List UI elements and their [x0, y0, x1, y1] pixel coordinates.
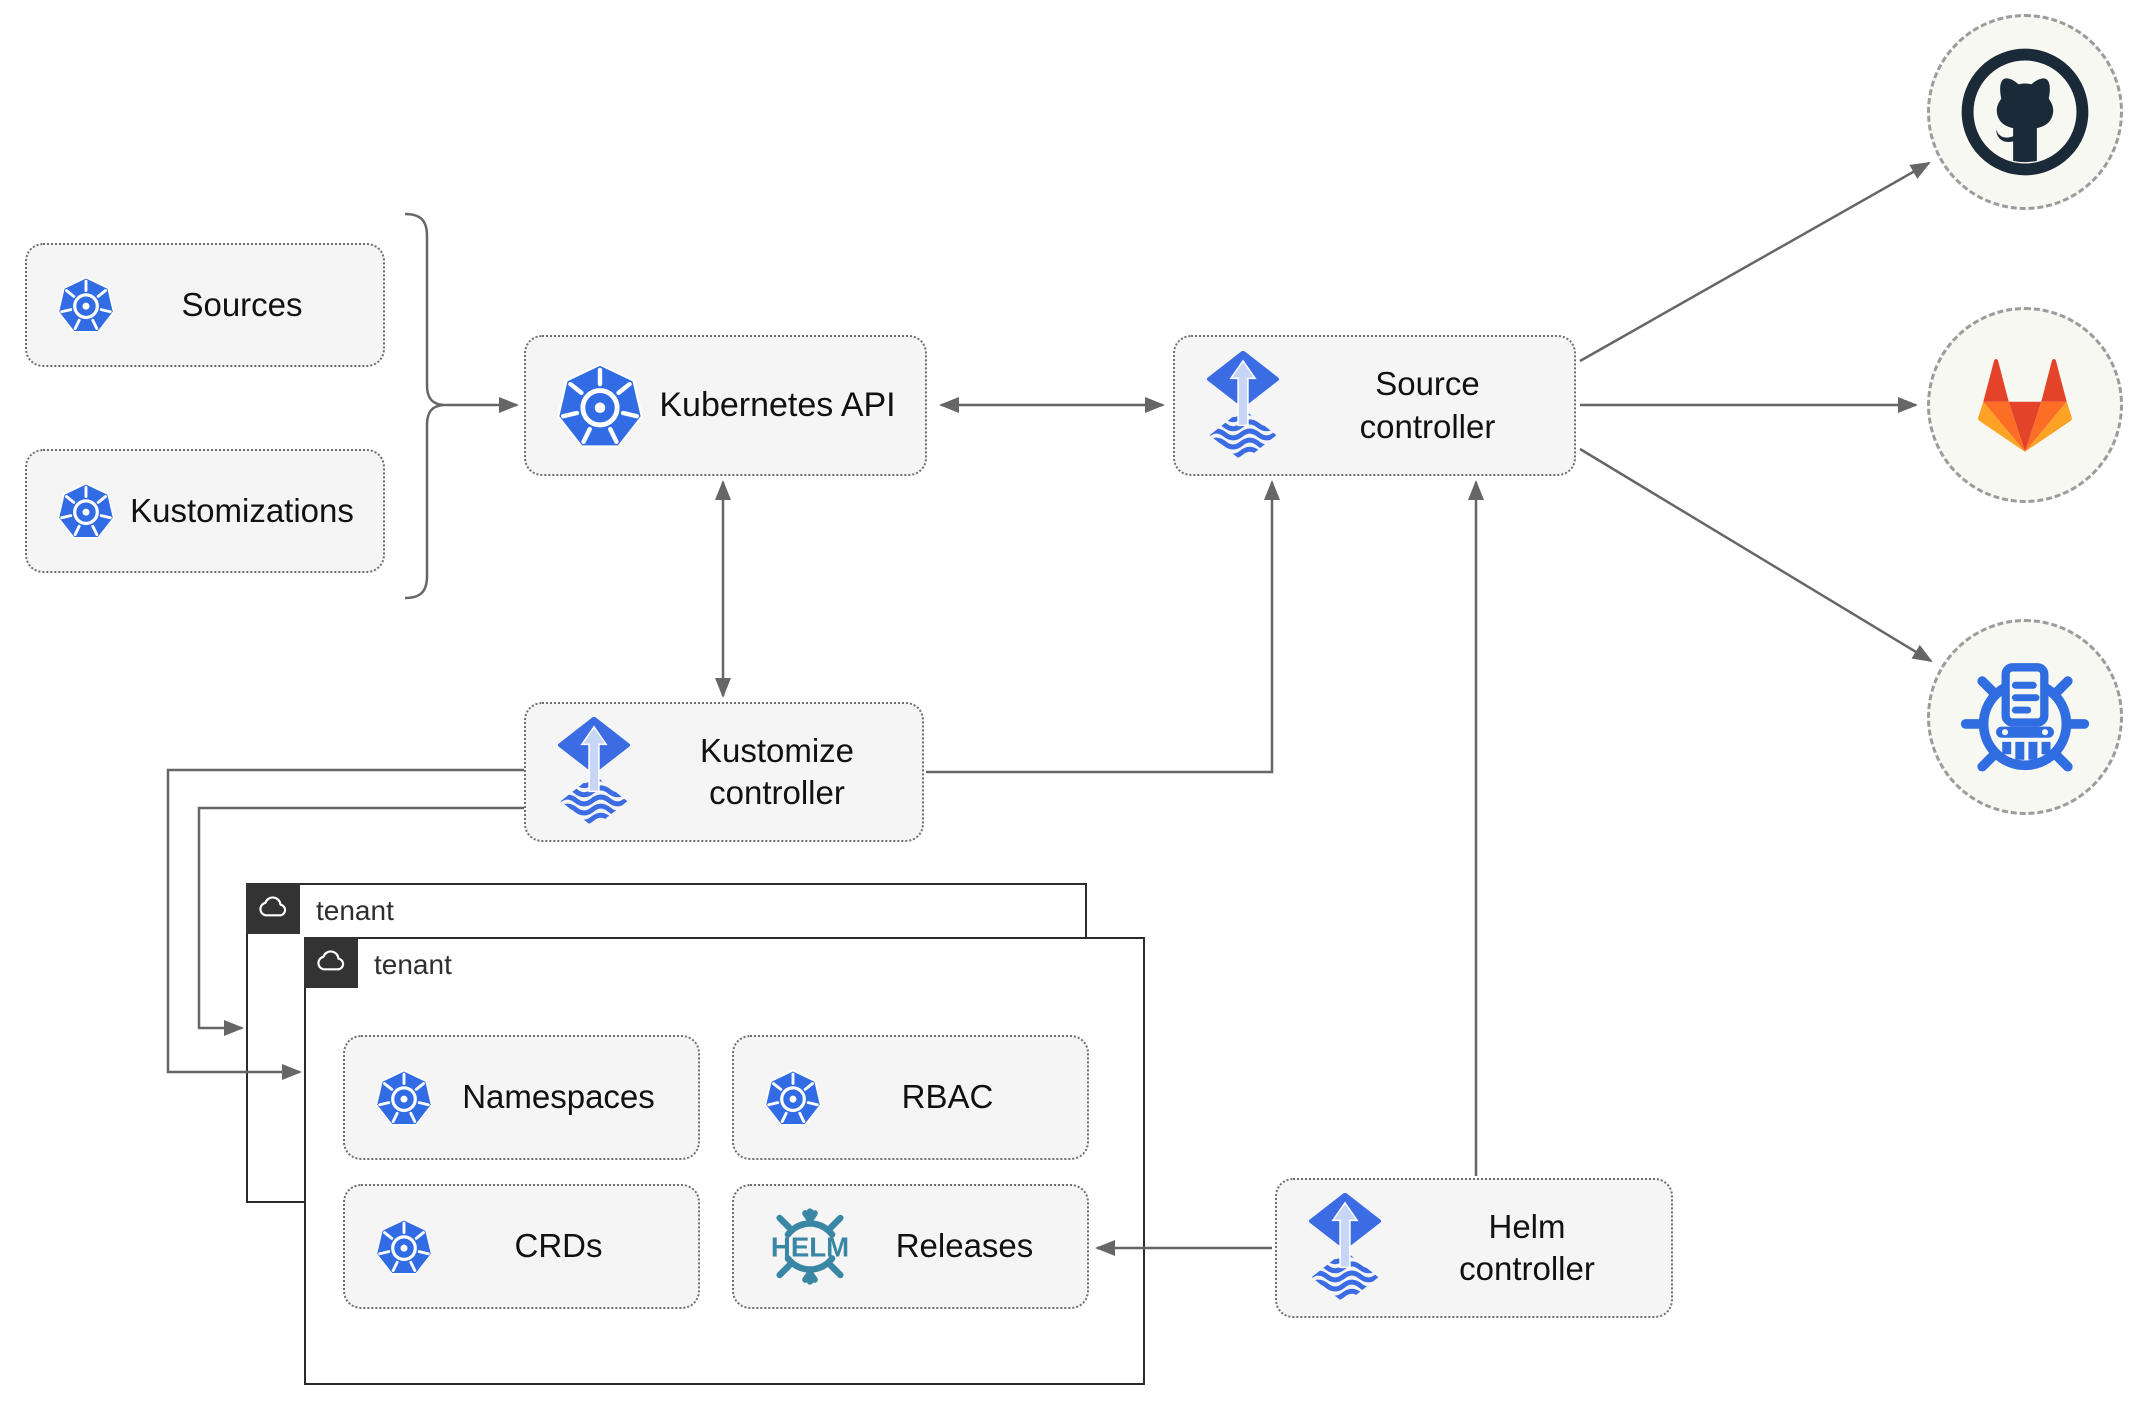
kubernetes-icon — [375, 1218, 433, 1276]
kustomizations-label: Kustomizations — [130, 491, 354, 529]
kubernetes-api-box: Kubernetes API — [524, 335, 927, 476]
source-controller-box: Source controller — [1173, 335, 1576, 476]
flux-icon — [1307, 1193, 1383, 1303]
harbor-registry-icon — [1956, 648, 2094, 786]
edge-source-to-github — [1579, 161, 1931, 363]
edge-source-to-harbor — [1579, 447, 1933, 663]
crds-label: CRDs — [514, 1227, 603, 1265]
kustomizations-box: Kustomizations — [25, 449, 385, 573]
gitlab-icon — [1961, 344, 2089, 466]
tenant-label: tenant — [374, 949, 452, 980]
harbor-endpoint — [1927, 619, 2123, 815]
kubernetes-icon — [57, 482, 115, 540]
kustomize-controller-label: Kustomize controller — [699, 731, 855, 811]
gitlab-endpoint — [1927, 307, 2123, 503]
helm-controller-box: Helm controller — [1275, 1178, 1673, 1318]
kubernetes-icon — [556, 362, 644, 450]
tenant-tab — [303, 936, 358, 988]
flux-icon — [556, 717, 632, 827]
tenant-label: tenant — [316, 895, 394, 926]
kubernetes-icon — [764, 1069, 822, 1127]
rbac-label: RBAC — [901, 1078, 994, 1116]
kubernetes-api-label: Kubernetes API — [659, 385, 896, 424]
crds-box: CRDs — [343, 1184, 700, 1309]
sources-box: Sources — [25, 243, 385, 367]
kubernetes-icon — [57, 276, 115, 334]
helm-controller-label: Helm controller — [1459, 1207, 1595, 1287]
releases-box: HELM Releases — [732, 1184, 1089, 1309]
tenant-box-front: tenant — [303, 936, 1145, 1385]
edge-kustomize-to-source-controller — [926, 480, 1280, 774]
namespaces-label: Namespaces — [462, 1078, 655, 1116]
github-endpoint — [1927, 14, 2123, 210]
github-icon — [1959, 46, 2091, 178]
helm-logo-text: HELM — [771, 1232, 849, 1263]
sources-label: Sources — [181, 285, 303, 323]
namespaces-box: Namespaces — [343, 1035, 700, 1160]
cloud-icon — [315, 946, 347, 978]
cloud-icon — [257, 892, 289, 924]
flux-icon — [1205, 351, 1281, 461]
rbac-box: RBAC — [732, 1035, 1089, 1160]
source-controller-label: Source controller — [1359, 365, 1496, 445]
group-bracket — [404, 212, 444, 600]
releases-label: Releases — [895, 1227, 1034, 1265]
helm-icon: HELM — [771, 1208, 849, 1285]
tenant-tab — [245, 882, 300, 934]
kubernetes-icon — [375, 1069, 433, 1127]
kustomize-controller-box: Kustomize controller — [524, 702, 924, 842]
